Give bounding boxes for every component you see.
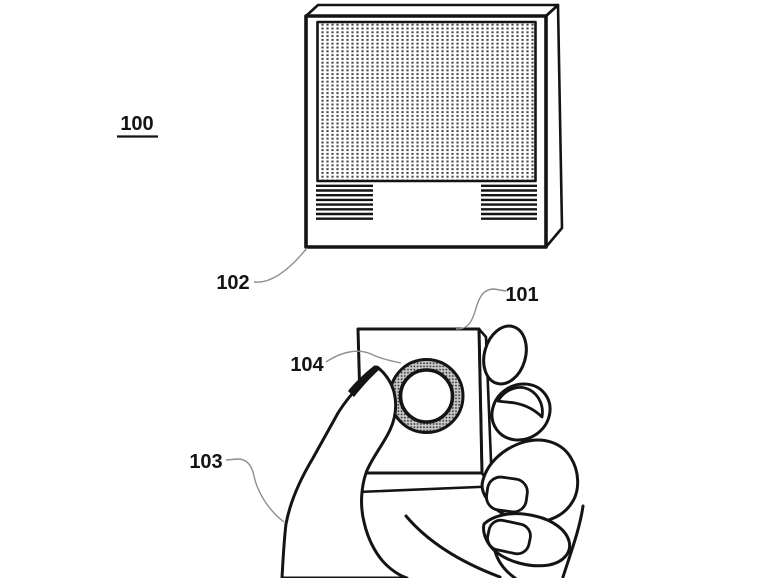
remote-bottom-face [356,471,492,494]
pinky-fingernail [486,518,532,556]
label-103: 103 [189,451,222,473]
thumb [280,365,409,578]
display-right-face [544,3,564,249]
ring-fingernail [485,475,529,514]
speaker-vents-right [481,184,537,220]
pinky-lower-curve [493,549,517,578]
leader-103 [225,458,285,523]
label-102: 102 [216,272,249,294]
label-100: 100 [120,113,153,135]
dial-inner-face [398,368,455,424]
label-104: 104 [290,354,324,376]
rotary-dial [388,358,465,434]
middle-fingernail [496,386,544,419]
palm-web-curve [404,514,502,578]
leader-104 [325,350,402,364]
hand [280,324,585,578]
speaker-vents-left [316,184,373,220]
label-101: 101 [505,284,538,306]
leader-101 [455,288,507,330]
leader-lines [225,247,507,523]
hand-right-outline [561,504,585,578]
display-device [304,3,564,249]
index-fingertip [482,324,528,386]
thumbnail-shading-wedge [348,365,379,397]
reference-labels: 100 102 101 104 103 [117,113,539,473]
leader-102 [253,247,308,283]
middle-fingertip [490,382,552,442]
display-screen-halftone [316,20,537,183]
